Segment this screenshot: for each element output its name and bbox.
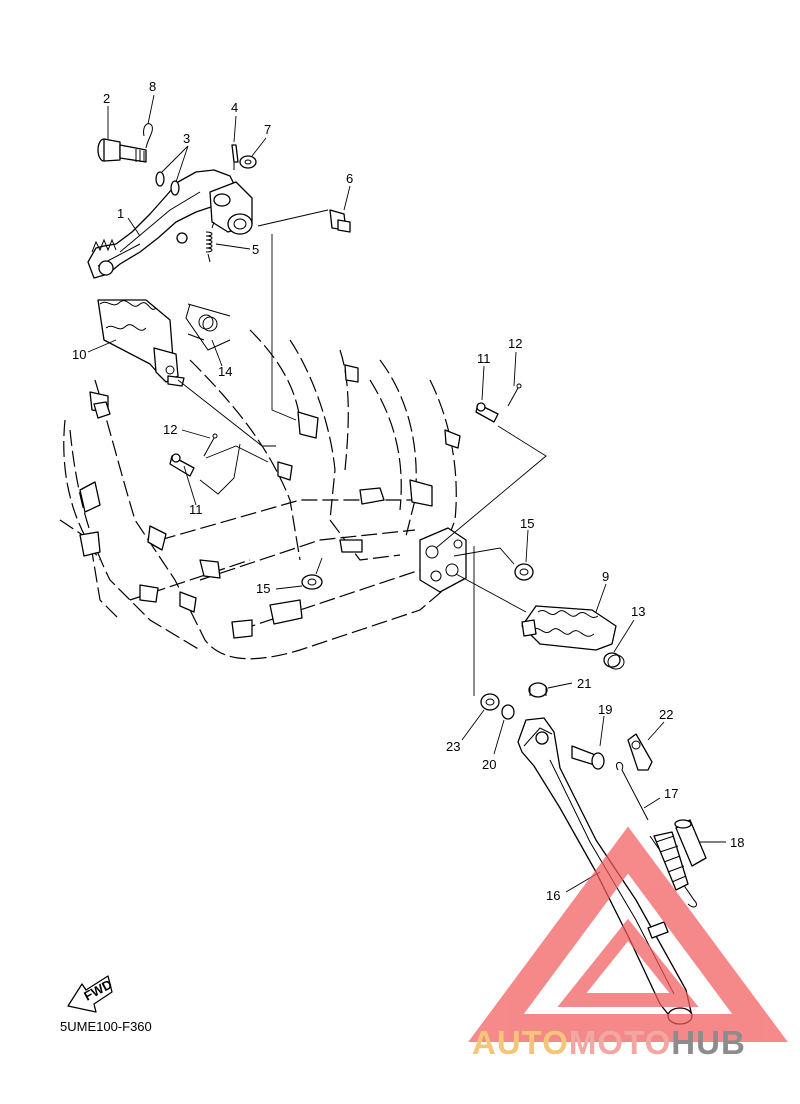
fwd-arrow: FWD (67, 975, 115, 1013)
stand-nut (480, 693, 500, 711)
clip (143, 123, 153, 149)
cotter-pin-left (203, 433, 218, 457)
footpeg-spring-right (603, 652, 625, 670)
pivot-shaft (97, 138, 147, 163)
footpeg-bracket (419, 527, 467, 593)
callout-23: 23 (446, 739, 460, 754)
callout-21: 21 (577, 676, 591, 691)
diagram-code: 5UME100-F360 (60, 1019, 152, 1034)
callout-15b: 15 (256, 581, 270, 596)
nut-right (514, 563, 534, 581)
callout-14: 14 (218, 364, 232, 379)
spring-cover (674, 819, 707, 867)
pedal-boss (209, 181, 253, 235)
callout-15a: 15 (520, 516, 534, 531)
collar (528, 682, 548, 698)
pin-left (169, 453, 195, 477)
callout-16: 16 (546, 888, 560, 903)
watermark-triangle-outer (468, 826, 788, 1042)
callout-8: 8 (149, 79, 156, 94)
callout-13: 13 (631, 604, 645, 619)
stand-washer (501, 704, 515, 720)
watermark-triangle-inner (557, 918, 699, 1007)
cotter-pin (231, 144, 239, 170)
callout-22: 22 (659, 707, 673, 722)
callout-3: 3 (183, 131, 190, 146)
frame-outline (59, 329, 461, 660)
callout-10: 10 (72, 347, 86, 362)
stand-spring (616, 762, 697, 908)
leader-lines (87, 94, 726, 893)
brake-pedal (87, 169, 237, 279)
callout-9: 9 (602, 569, 609, 584)
watermark-logo (468, 826, 788, 1042)
return-spring (205, 221, 215, 263)
callout-6: 6 (346, 171, 353, 186)
callout-11b: 11 (189, 502, 203, 517)
watermark-text: AUTOMOTOHUB (472, 1024, 746, 1061)
callout-2: 2 (103, 91, 110, 106)
nut-left (301, 574, 323, 590)
o-rings (155, 171, 180, 196)
watermark-auto: AUTO (472, 1024, 569, 1061)
callout-17: 17 (664, 786, 678, 801)
watermark-moto: MOTO (569, 1024, 671, 1061)
callout-12a: 12 (508, 336, 522, 351)
callout-7: 7 (264, 122, 271, 137)
callout-18: 18 (730, 835, 744, 850)
callout-4: 4 (231, 100, 238, 115)
bushing-left (93, 401, 111, 419)
spring-bracket (627, 733, 653, 771)
footpeg-right (521, 605, 617, 651)
callouts: 1 2 3 4 5 6 7 8 9 10 11 11 12 12 13 14 1… (72, 79, 744, 903)
callout-20: 20 (482, 757, 496, 772)
stand-bolt (571, 745, 605, 770)
cotter-pin-right (507, 383, 522, 407)
footpeg-spring-left (185, 303, 231, 351)
pin-right (475, 402, 499, 423)
bolt (329, 209, 351, 233)
callout-11a: 11 (477, 351, 491, 366)
watermark-hub: HUB (671, 1024, 746, 1061)
callout-5: 5 (252, 242, 259, 257)
callout-19: 19 (598, 702, 612, 717)
washer (239, 155, 257, 169)
callout-12b: 12 (163, 422, 177, 437)
callout-1: 1 (117, 206, 124, 221)
footpeg-left (97, 299, 185, 387)
